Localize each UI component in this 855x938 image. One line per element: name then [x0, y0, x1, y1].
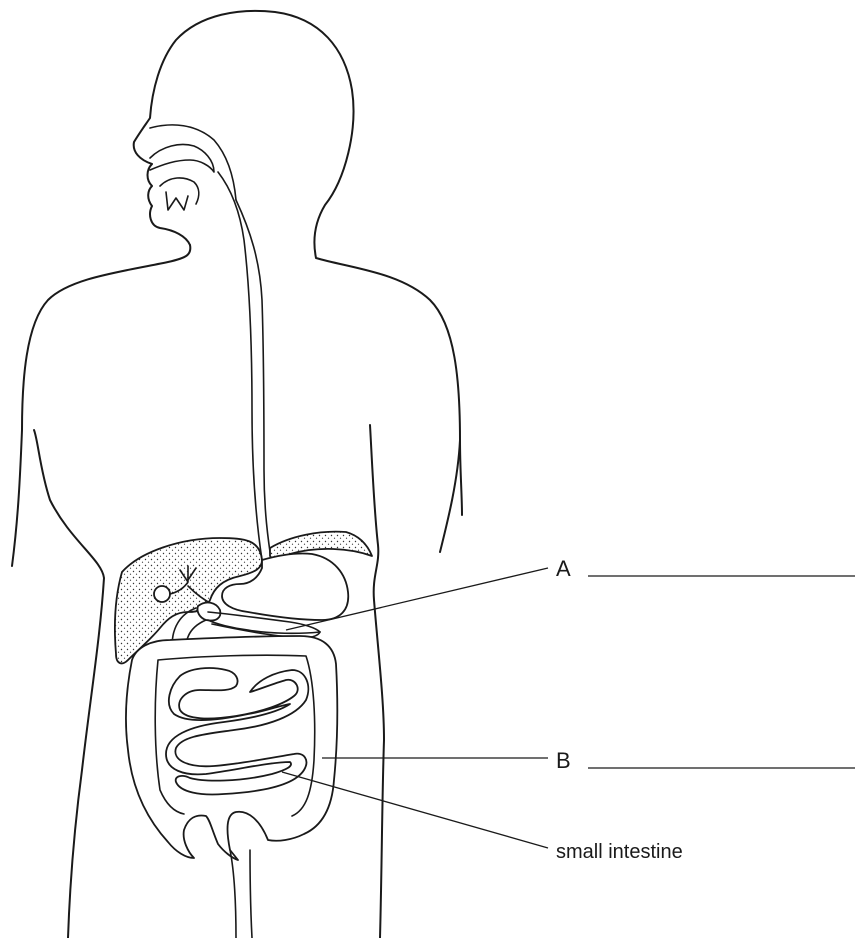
- label-b: B: [556, 748, 571, 773]
- label-small-intestine: small intestine: [556, 841, 683, 863]
- mouth-cavity: [150, 125, 236, 210]
- label-a: A: [556, 556, 571, 581]
- rectum: [230, 850, 252, 938]
- oesophagus: [218, 172, 272, 565]
